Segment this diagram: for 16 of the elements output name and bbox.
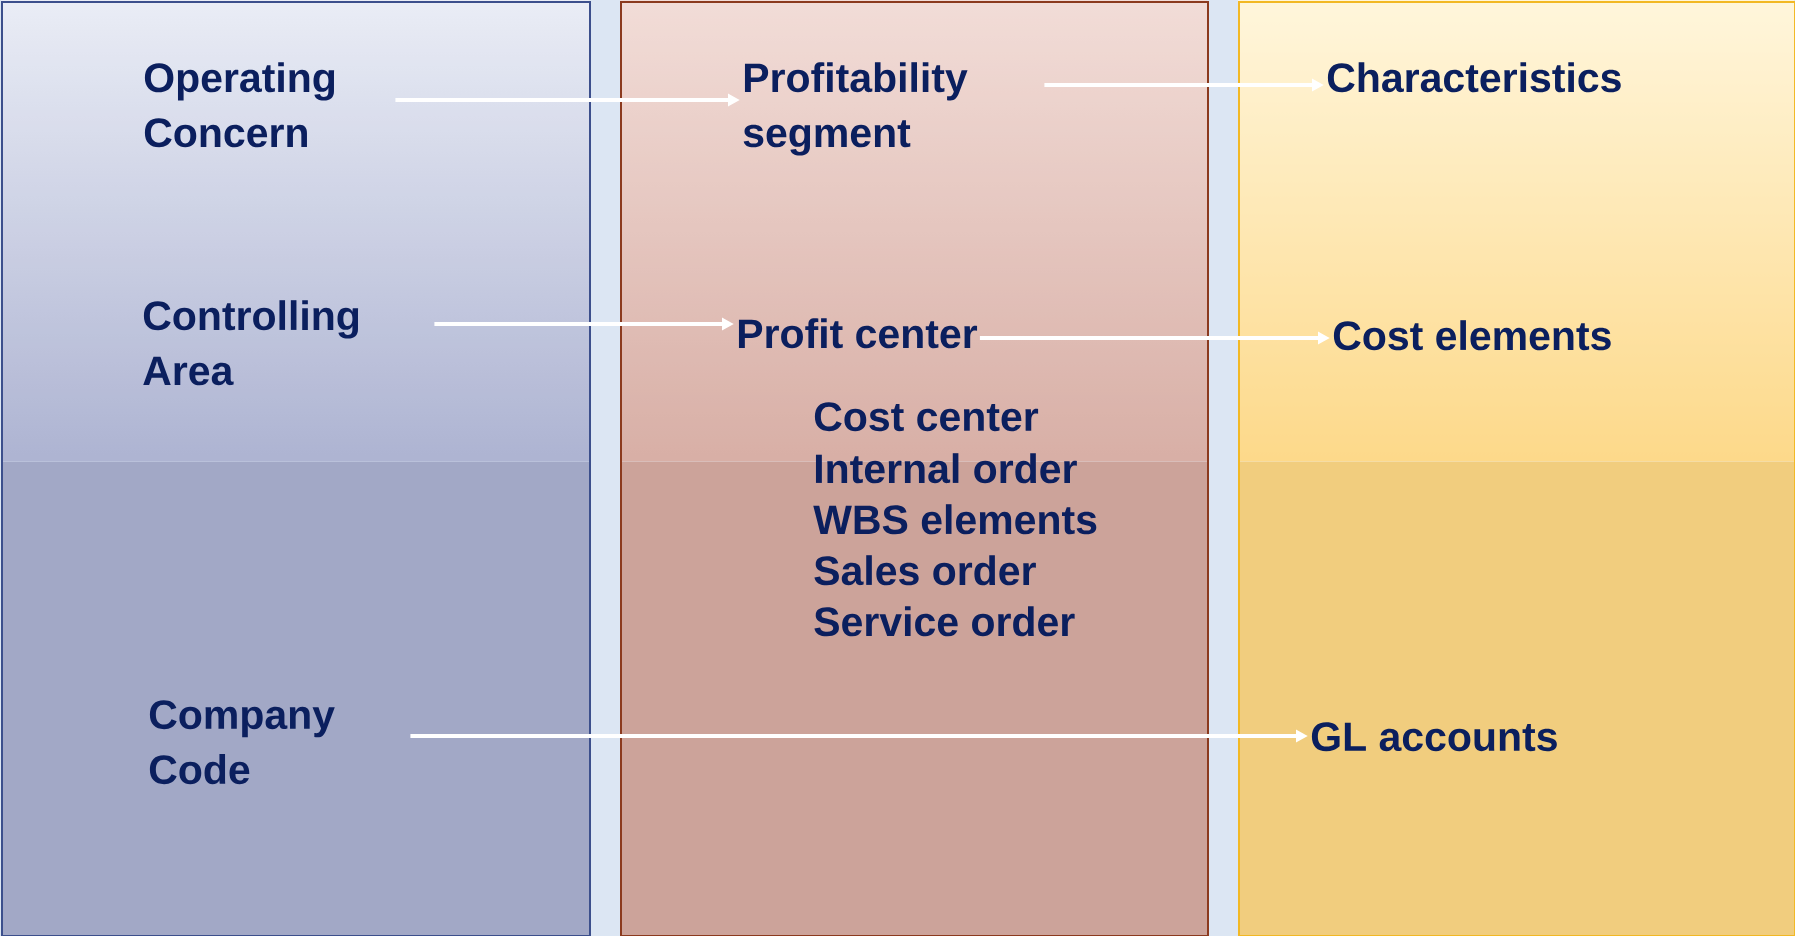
list-item: Internal order [815,453,1077,484]
list-item: Sales order [814,555,1036,586]
node-label: Cost elements [1333,320,1611,351]
list-item: Service order [814,606,1075,637]
node-label: GL accounts [1311,722,1557,752]
node-label: Characteristics [1327,62,1621,93]
list-item: WBS elements [813,504,1097,535]
node-label: Controlling Area [143,300,359,386]
list-item: Cost center [814,402,1039,432]
node-label: Profitability segment [743,62,968,156]
node-label: Company Code [149,700,335,785]
node-label: Profit center [738,318,978,349]
node-label: Operating Concern [144,62,335,148]
column-panel [1238,1,1795,936]
column-panel [1,1,591,936]
column-panel [620,1,1209,936]
